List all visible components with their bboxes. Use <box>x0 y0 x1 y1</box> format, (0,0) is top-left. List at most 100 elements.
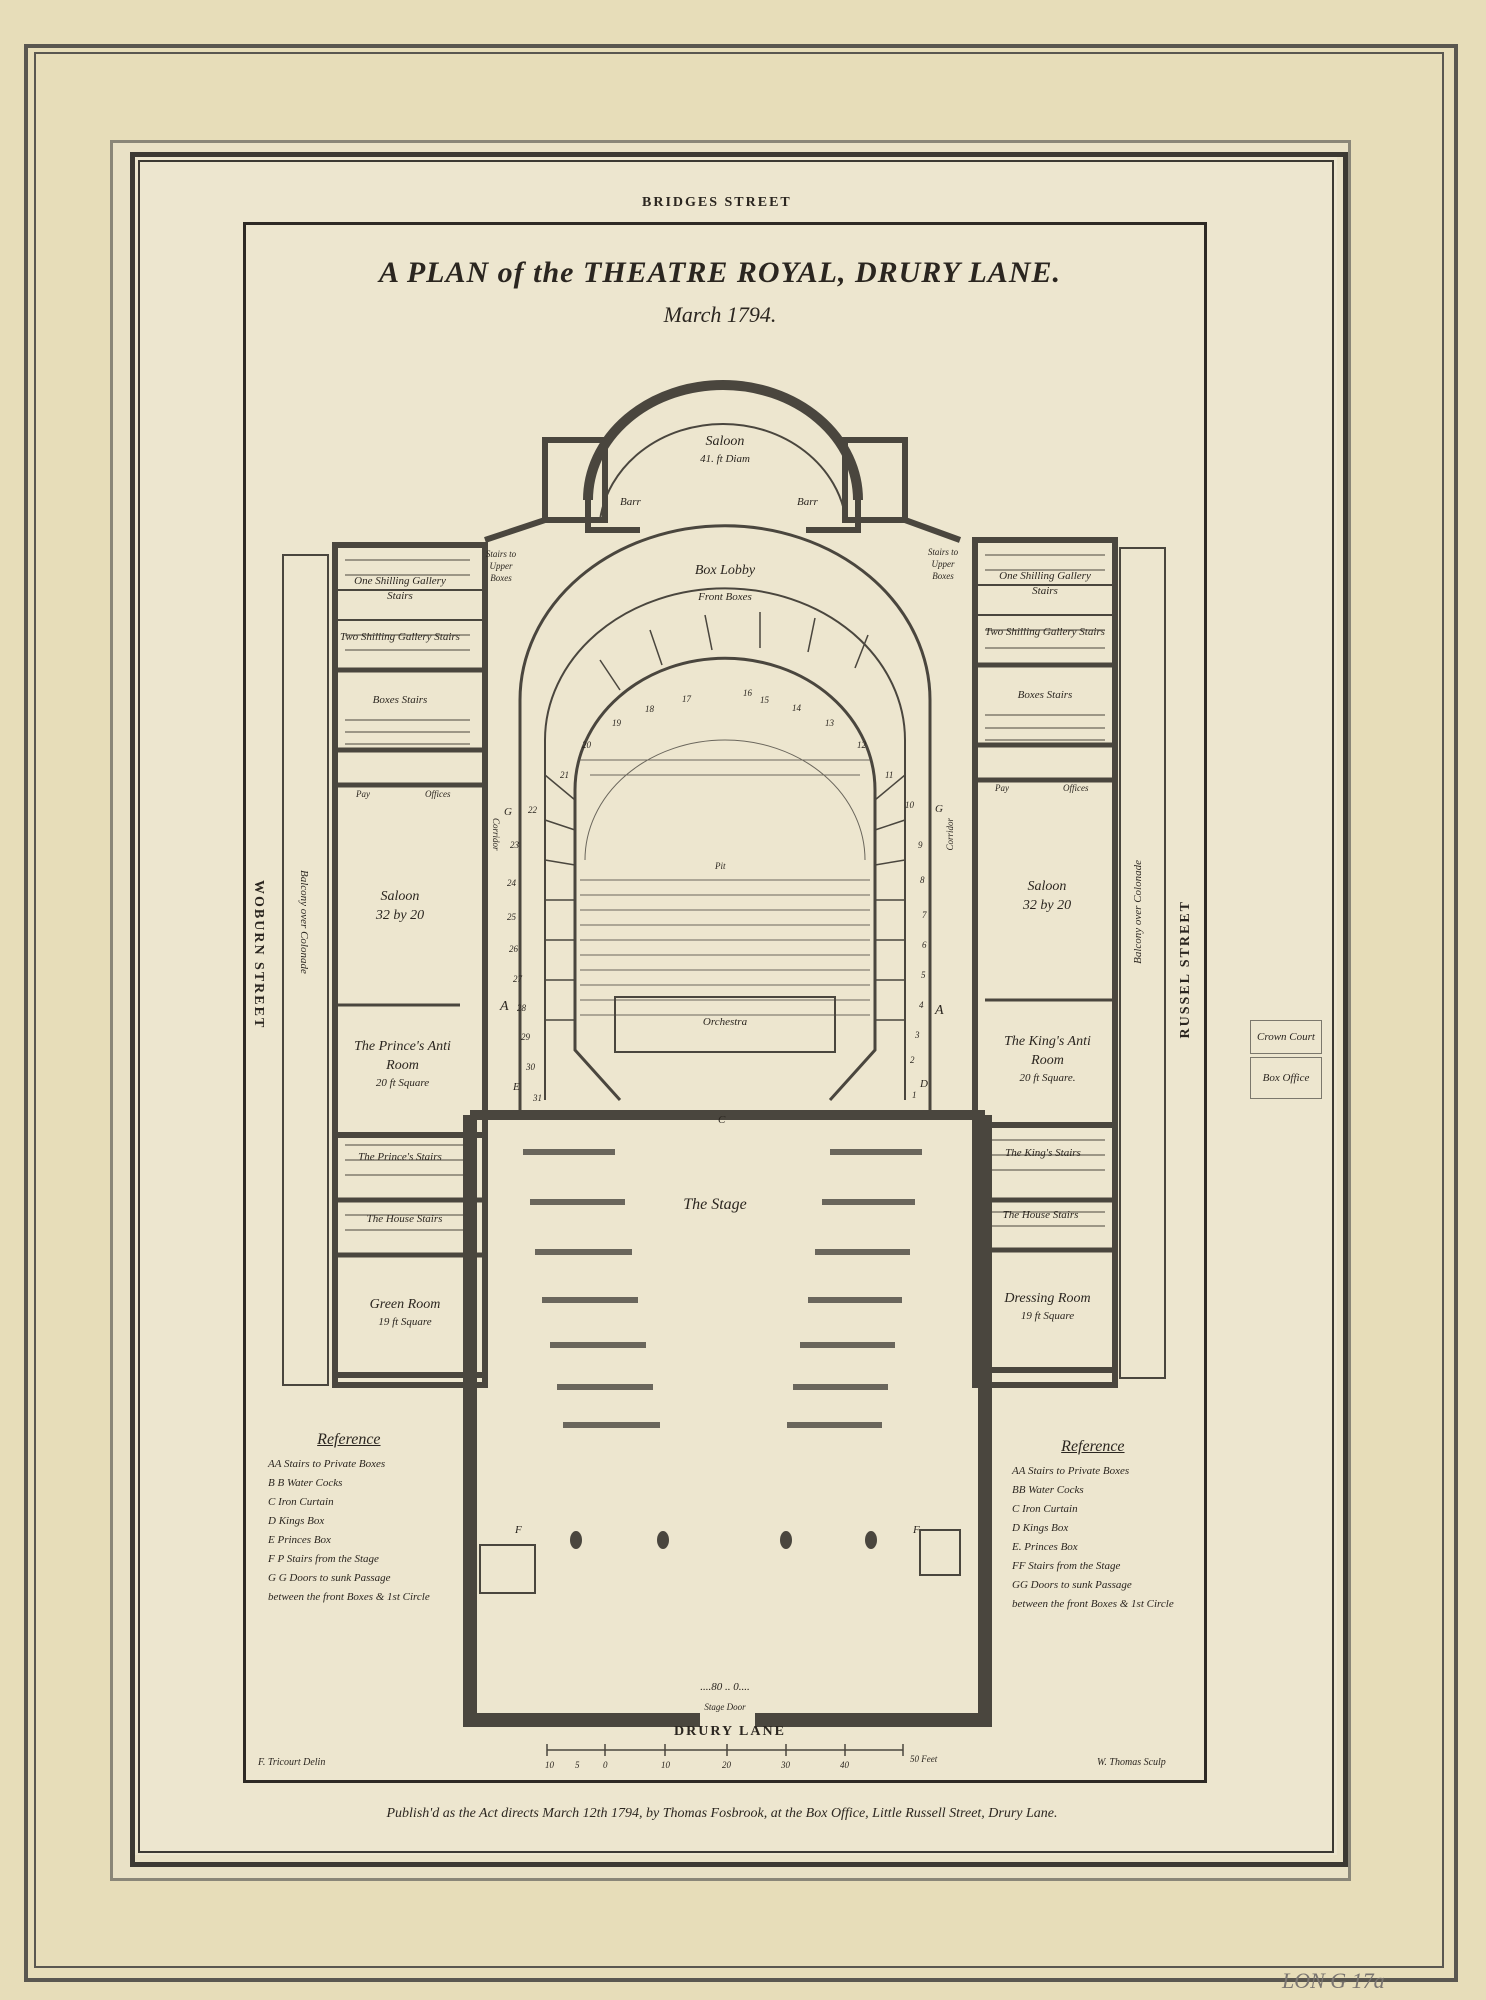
house-stairs-right: The House Stairs <box>1002 1209 1079 1221</box>
reference-left-item: B B Water Cocks <box>268 1477 343 1489</box>
corridor-right: Corridor <box>945 818 955 851</box>
pay-right: Pay <box>995 783 1009 793</box>
scale-tick: 40 <box>840 1760 849 1770</box>
reference-right-item: GG Doors to sunk Passage <box>1012 1579 1132 1591</box>
reference-right: Reference AA Stairs to Private Boxes BB … <box>1012 1437 1174 1614</box>
scale-tick: 20 <box>722 1760 731 1770</box>
room-green-size: 19 ft Square <box>378 1315 432 1328</box>
scale-tick: 10 <box>661 1760 670 1770</box>
reference-left-item: E Princes Box <box>268 1534 331 1546</box>
box-number: 6 <box>922 940 927 950</box>
box-number: 30 <box>526 1062 535 1072</box>
front-boxes: Front Boxes <box>698 591 752 603</box>
box-number: 26 <box>509 944 518 954</box>
box-number: 11 <box>885 770 894 780</box>
box-number: 7 <box>922 910 927 920</box>
boxes-stairs-right: Boxes Stairs <box>1017 689 1073 701</box>
scale-tick: 5 <box>575 1760 580 1770</box>
boxes-stairs-left: Boxes Stairs <box>372 694 428 706</box>
plate-border-outer <box>130 152 1348 1867</box>
two-shilling-right: Two Shilling Gallery Stairs <box>985 626 1105 638</box>
box-tier-inner <box>573 656 877 791</box>
balcony-west: Balcony over Colonade <box>298 870 310 974</box>
pay-left: Pay <box>356 789 370 799</box>
box-number: 20 <box>582 740 591 750</box>
front-boxes-outer <box>518 524 932 701</box>
two-shilling-left: Two Shilling Gallery Stairs <box>340 631 460 643</box>
box-number: 22 <box>528 805 537 815</box>
stairs-upper-left: Stairs to Upper Boxes <box>485 549 517 584</box>
room-princes-anti-label: The Prince's Anti Room <box>354 1039 451 1073</box>
reference-right-heading: Reference <box>1061 1438 1125 1455</box>
map-border <box>243 222 1207 1783</box>
street-east: RUSSEL STREET <box>1178 900 1193 1039</box>
reference-right-item: C Iron Curtain <box>1012 1503 1078 1515</box>
offices-right: Offices <box>1063 783 1089 793</box>
box-number: 28 <box>517 1003 526 1013</box>
reference-left-item: G G Doors to sunk Passage <box>268 1572 391 1584</box>
barr-right: Barr <box>797 496 818 508</box>
box-number: 15 <box>760 695 769 705</box>
princes-stairs: The Prince's Stairs <box>358 1151 442 1163</box>
crown-court-box: Crown Court <box>1250 1020 1322 1054</box>
street-west: WOBURN STREET <box>251 880 266 1030</box>
letter-f-right: F <box>913 1524 920 1536</box>
house-stairs-left: The House Stairs <box>366 1213 443 1225</box>
outer-frame <box>24 44 1458 1982</box>
reference-left-item: F P Stairs from the Stage <box>268 1553 379 1565</box>
east-wing-wall <box>972 537 1118 1388</box>
scale-end-label: 50 Feet <box>910 1754 938 1764</box>
letter-c: C <box>718 1114 726 1126</box>
reference-right-item: between the front Boxes & 1st Circle <box>1012 1598 1174 1610</box>
reference-left-item: AA Stairs to Private Boxes <box>268 1458 386 1470</box>
box-number: 10 <box>905 800 914 810</box>
room-green-label: Green Room <box>369 1297 441 1312</box>
letter-e: E <box>513 1081 520 1093</box>
room-kings-anti: The King's Anti Room 20 ft Square. <box>990 1033 1105 1086</box>
room-saloon-right: Saloon 32 by 20 <box>1002 878 1092 916</box>
box-number: 4 <box>919 1000 924 1010</box>
reference-left-item: C Iron Curtain <box>268 1496 334 1508</box>
box-number: 23 <box>510 840 519 850</box>
box-number: 9 <box>918 840 923 850</box>
room-saloon-left: Saloon 32 by 20 <box>355 888 445 926</box>
room-dressing: Dressing Room 19 ft Square <box>990 1290 1105 1324</box>
balcony-east: Balcony over Colonade <box>1132 860 1144 964</box>
orchestra-pit <box>614 996 836 1053</box>
box-number: 29 <box>521 1032 530 1042</box>
scale-tick: 10 <box>545 1760 554 1770</box>
room-kings-anti-size: 20 ft Square. <box>1019 1071 1076 1084</box>
box-number: 25 <box>507 912 516 922</box>
box-number: 1 <box>912 1090 917 1100</box>
reference-left-item: D Kings Box <box>268 1515 325 1527</box>
letter-f-left: F <box>515 1524 522 1536</box>
map-date: March 1794. <box>663 302 777 327</box>
orchestra-label: Orchestra <box>702 1016 748 1028</box>
pit-label: Pit <box>715 861 726 871</box>
room-saloon-top-size: 41. ft Diam <box>700 452 750 465</box>
reference-right-item: E. Princes Box <box>1012 1541 1078 1553</box>
one-shilling-right: One Shilling Gallery Stairs <box>999 570 1091 597</box>
room-saloon-right-label: Saloon <box>1027 879 1067 894</box>
west-wing-wall <box>332 542 488 1388</box>
box-number: 17 <box>682 694 691 704</box>
box-number: 31 <box>533 1093 542 1103</box>
reference-right-item: BB Water Cocks <box>1012 1484 1084 1496</box>
room-green: Green Room 19 ft Square <box>355 1296 455 1330</box>
credit-engraver: W. Thomas Sculp <box>1097 1757 1166 1768</box>
box-number: 2 <box>910 1055 915 1065</box>
credit-draughtsman: F. Tricourt Delin <box>258 1757 326 1768</box>
stairs-upper-right: Stairs to Upper Boxes <box>927 547 959 582</box>
room-saloon-left-label: Saloon <box>380 889 420 904</box>
box-number: 19 <box>612 718 621 728</box>
box-number: 18 <box>645 704 654 714</box>
letter-d: D <box>920 1078 928 1090</box>
street-south: DRURY LANE <box>674 1724 786 1739</box>
room-saloon-left-size: 32 by 20 <box>375 907 425 923</box>
box-number: 14 <box>792 703 801 713</box>
room-kings-anti-label: The King's Anti Room <box>1004 1034 1091 1068</box>
box-number: 21 <box>560 770 569 780</box>
room-saloon-right-size: 32 by 20 <box>1022 897 1072 913</box>
reference-left: Reference AA Stairs to Private Boxes B B… <box>268 1430 430 1607</box>
